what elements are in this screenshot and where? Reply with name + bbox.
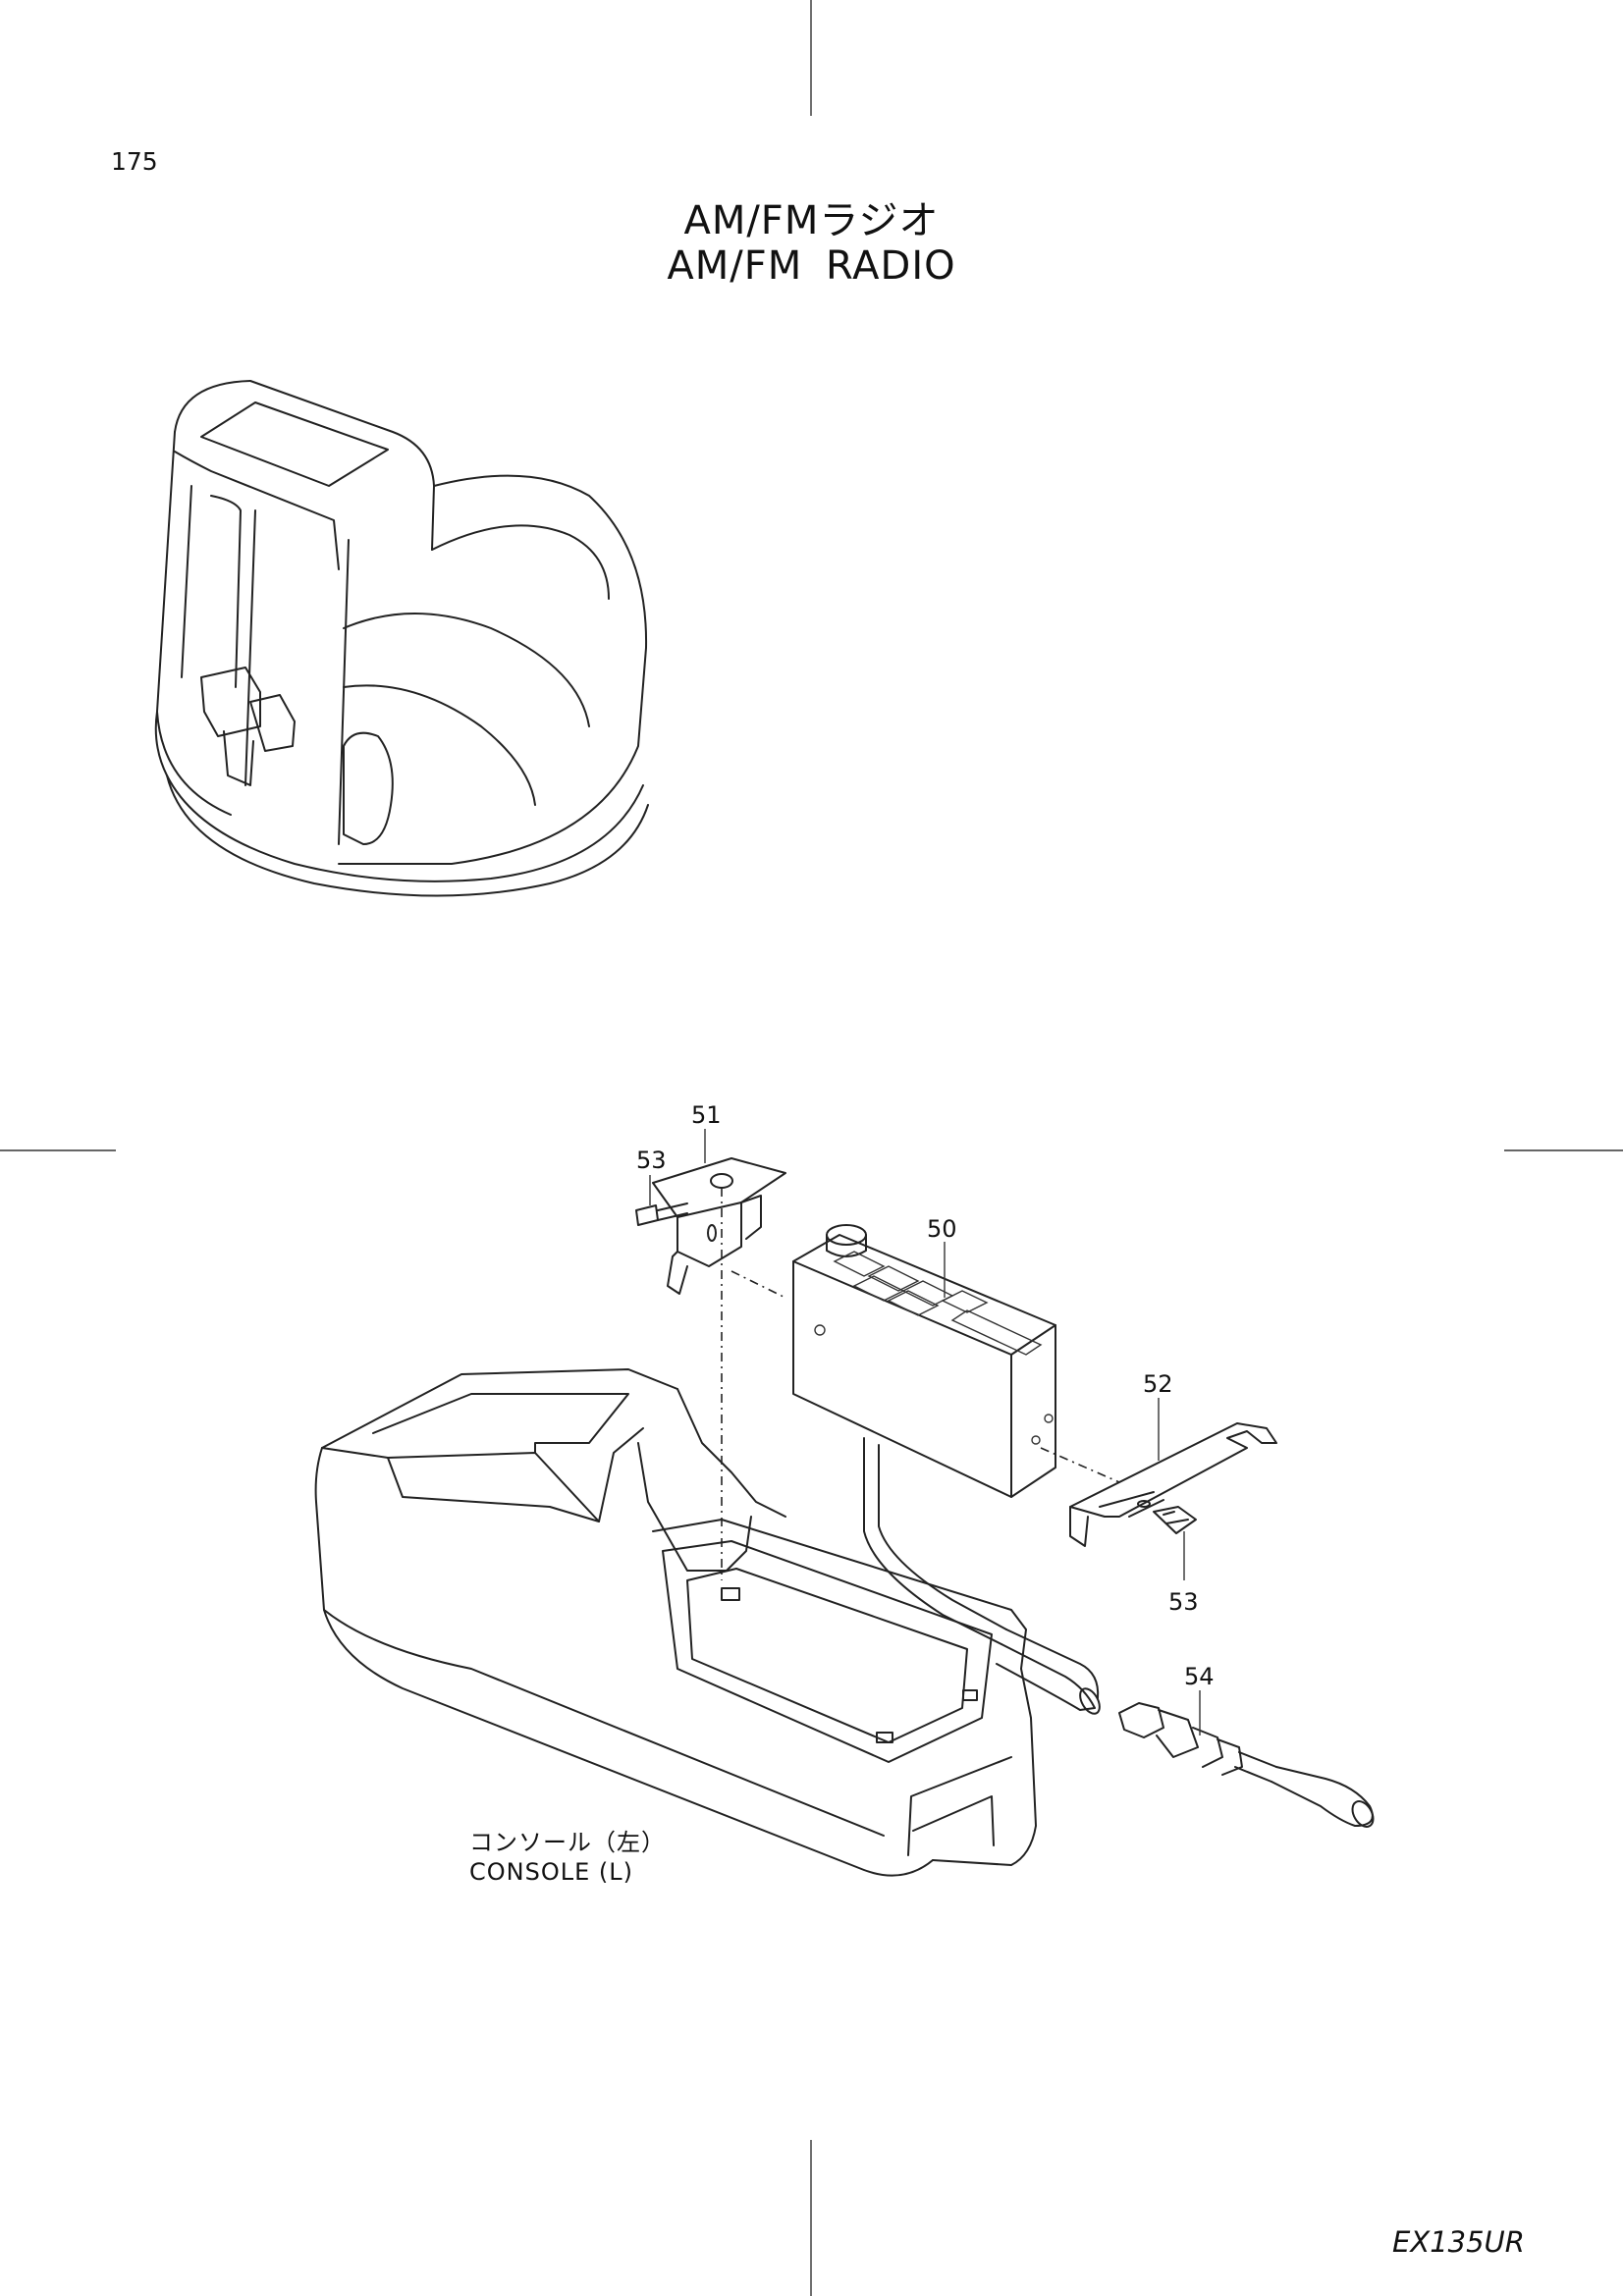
page-title-japanese: AM/FMラジオ (683, 198, 940, 243)
console-illustration (314, 1368, 1037, 1877)
callout-50: 50 (927, 1215, 957, 1243)
antenna-connector-54-illustration (1118, 1702, 1375, 1828)
page-number: 175 (111, 147, 158, 176)
console-label-japanese: コンソール（左） (469, 1829, 666, 1856)
console-label-english: CONSOLE (L) (469, 1858, 633, 1886)
bracket-52-illustration (1069, 1422, 1277, 1547)
callout-52: 52 (1143, 1370, 1173, 1398)
radio-50-illustration (792, 1224, 1101, 1715)
machine-overview-illustration (154, 380, 649, 897)
leader-lines (649, 1129, 1201, 1735)
callout-54: 54 (1184, 1663, 1215, 1690)
bracket-51-illustration (635, 1157, 786, 1295)
callout-51: 51 (691, 1101, 722, 1129)
page-title-english: AM/FM RADIO (667, 243, 956, 289)
callout-53-lower: 53 (1168, 1588, 1199, 1616)
model-code: EX135UR (1392, 2225, 1525, 2259)
callout-53-upper: 53 (636, 1147, 667, 1174)
